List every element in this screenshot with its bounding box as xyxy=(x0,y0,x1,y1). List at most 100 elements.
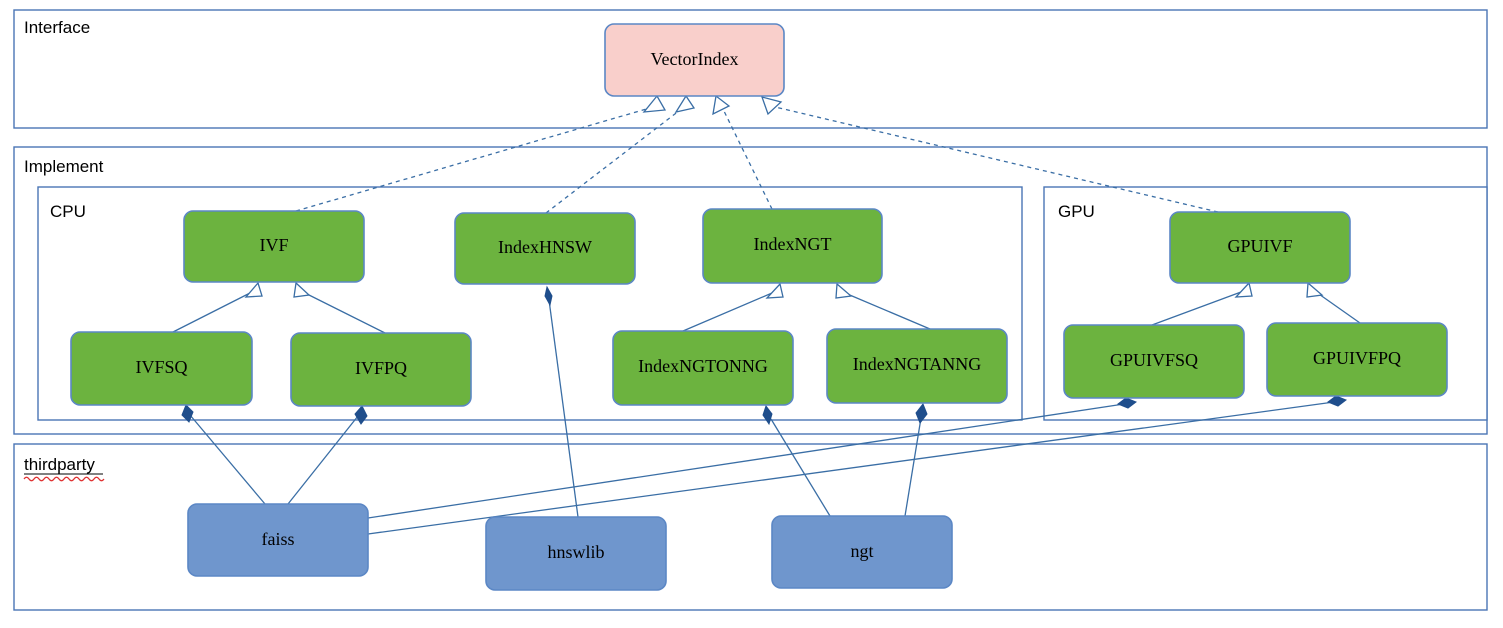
edge-ngt-to-indexngtanng xyxy=(904,403,928,517)
node-rect-gpuivfsq[interactable] xyxy=(1063,324,1245,399)
node-faiss[interactable]: faiss xyxy=(187,503,369,577)
edge-indexngtonng-to-indexngt xyxy=(682,282,784,332)
edge-gpuivfsq-to-gpuivf xyxy=(1151,281,1253,326)
group-label-gpu: GPU xyxy=(1058,202,1095,221)
node-rect-gpuivfpq[interactable] xyxy=(1266,322,1448,397)
spellcheck-squiggle-icon xyxy=(23,476,105,482)
node-label-ngt: ngt xyxy=(850,541,873,561)
edge-line xyxy=(548,299,579,518)
node-label-indexhnsw: IndexHNSW xyxy=(498,237,592,257)
edge-line xyxy=(721,106,773,210)
edge-faiss-to-gpuivfsq xyxy=(367,397,1138,519)
edge-indexngt-to-vectorindex xyxy=(712,94,773,210)
edge-hnswlib-to-indexhnsw xyxy=(544,285,579,518)
node-rect-hnswlib[interactable] xyxy=(485,516,667,591)
composition-diamond-icon xyxy=(762,404,773,426)
node-rect-indexngt[interactable] xyxy=(702,208,883,284)
edge-line xyxy=(904,417,922,517)
node-ivfpq[interactable]: IVFPQ xyxy=(290,332,472,407)
node-label-ivf: IVF xyxy=(259,235,288,255)
node-label-indexngtanng: IndexNGTANNG xyxy=(853,354,982,374)
edge-line xyxy=(1151,291,1242,326)
node-vectorindex[interactable]: VectorIndex xyxy=(604,23,785,97)
edge-line xyxy=(545,106,685,214)
edge-faiss-to-gpuivfpq xyxy=(367,395,1348,535)
composition-diamond-icon xyxy=(1326,395,1348,407)
composition-diamond-icon xyxy=(354,405,368,425)
edges-layer xyxy=(172,94,1361,535)
composition-diamond-icon xyxy=(1116,397,1138,409)
node-label-gpuivfpq: GPUIVFPQ xyxy=(1313,348,1401,368)
generalization-arrowhead-icon xyxy=(712,94,731,116)
edge-indexhnsw-to-vectorindex xyxy=(545,94,696,214)
edge-line xyxy=(770,418,831,517)
generalization-arrowhead-icon xyxy=(674,94,696,113)
node-label-ivfsq: IVFSQ xyxy=(135,357,187,377)
generalization-arrowhead-icon xyxy=(765,282,784,299)
node-rect-ivfpq[interactable] xyxy=(290,332,472,407)
group-label-cpu: CPU xyxy=(50,202,86,221)
generalization-arrowhead-icon xyxy=(1234,281,1253,298)
node-gpuivf[interactable]: GPUIVF xyxy=(1169,211,1351,284)
edge-faiss-to-ivfpq xyxy=(287,405,368,505)
node-indexngtonng[interactable]: IndexNGTONNG xyxy=(612,330,794,406)
edge-line xyxy=(844,292,931,330)
edge-faiss-to-ivfsq xyxy=(181,404,266,505)
generalization-arrowhead-icon xyxy=(642,94,667,113)
generalization-arrowhead-icon xyxy=(1306,281,1324,298)
node-label-faiss: faiss xyxy=(262,529,295,549)
edge-indexngtanng-to-indexngt xyxy=(835,282,931,330)
node-rect-indexngtonng[interactable] xyxy=(612,330,794,406)
node-rect-ivfsq[interactable] xyxy=(70,331,253,406)
edge-line xyxy=(367,403,1125,519)
node-rect-ivf[interactable] xyxy=(183,210,365,283)
node-label-gpuivfsq: GPUIVFSQ xyxy=(1110,350,1198,370)
composition-diamond-icon xyxy=(181,404,194,423)
node-indexngt[interactable]: IndexNGT xyxy=(702,208,883,284)
node-ivfsq[interactable]: IVFSQ xyxy=(70,331,253,406)
group-label-interface: Interface xyxy=(24,18,90,37)
edge-line xyxy=(172,291,253,333)
generalization-arrowhead-icon xyxy=(835,282,853,299)
edge-line xyxy=(295,104,661,212)
node-ngt[interactable]: ngt xyxy=(771,515,953,589)
edge-line xyxy=(367,401,1335,535)
node-rect-faiss[interactable] xyxy=(187,503,369,577)
node-rect-vectorindex[interactable] xyxy=(604,23,785,97)
nodes-layer: VectorIndex IVF IndexHNSW IndexNGT GPUIV… xyxy=(70,23,1448,591)
edge-ivfsq-to-ivf xyxy=(172,281,263,333)
node-label-ivfpq: IVFPQ xyxy=(355,358,407,378)
generalization-arrowhead-icon xyxy=(760,96,783,116)
node-rect-indexngtanng[interactable] xyxy=(826,328,1008,404)
node-label-vectorindex: VectorIndex xyxy=(651,49,739,69)
node-label-indexngtonng: IndexNGTONNG xyxy=(638,356,768,376)
edge-line xyxy=(189,414,266,505)
node-label-hnswlib: hnswlib xyxy=(547,542,604,562)
node-gpuivfsq[interactable]: GPUIVFSQ xyxy=(1063,324,1245,399)
edge-gpuivfpq-to-gpuivf xyxy=(1306,281,1361,324)
edge-ivf-to-vectorindex xyxy=(295,94,667,212)
node-hnswlib[interactable]: hnswlib xyxy=(485,516,667,591)
generalization-arrowhead-icon xyxy=(293,281,311,298)
node-rect-ngt[interactable] xyxy=(771,515,953,589)
edge-ivfpq-to-ivf xyxy=(293,281,386,334)
group-label-thirdparty: thirdparty xyxy=(24,455,95,474)
node-rect-indexhnsw[interactable] xyxy=(454,212,636,285)
node-ivf[interactable]: IVF xyxy=(183,210,365,283)
edge-line xyxy=(682,292,773,332)
composition-diamond-icon xyxy=(544,285,553,307)
edge-gpuivf-to-vectorindex xyxy=(760,96,1219,213)
node-label-indexngt: IndexNGT xyxy=(754,234,832,254)
node-gpuivfpq[interactable]: GPUIVFPQ xyxy=(1266,322,1448,397)
node-indexhnsw[interactable]: IndexHNSW xyxy=(454,212,636,285)
edge-line xyxy=(1315,291,1361,324)
group-label-implement: Implement xyxy=(24,157,104,176)
edge-ngt-to-indexngtonng xyxy=(762,404,831,517)
generalization-arrowhead-icon xyxy=(244,281,263,298)
node-rect-gpuivf[interactable] xyxy=(1169,211,1351,284)
node-indexngtanng[interactable]: IndexNGTANNG xyxy=(826,328,1008,404)
edge-line xyxy=(287,415,359,505)
node-label-gpuivf: GPUIVF xyxy=(1227,236,1292,256)
